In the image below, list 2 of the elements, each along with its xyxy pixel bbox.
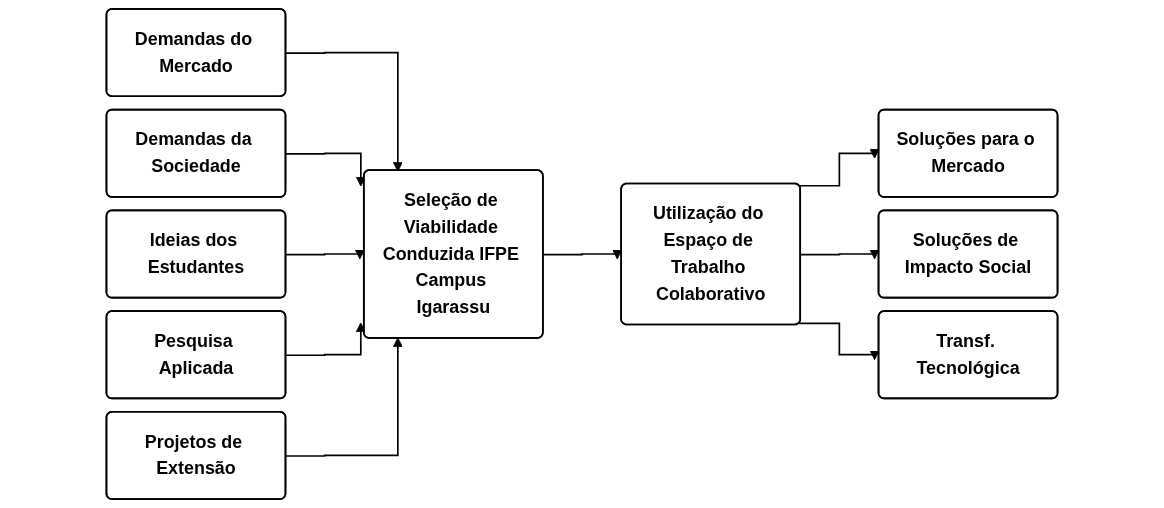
arrow: [285, 51, 403, 172]
arrow: [285, 337, 403, 457]
